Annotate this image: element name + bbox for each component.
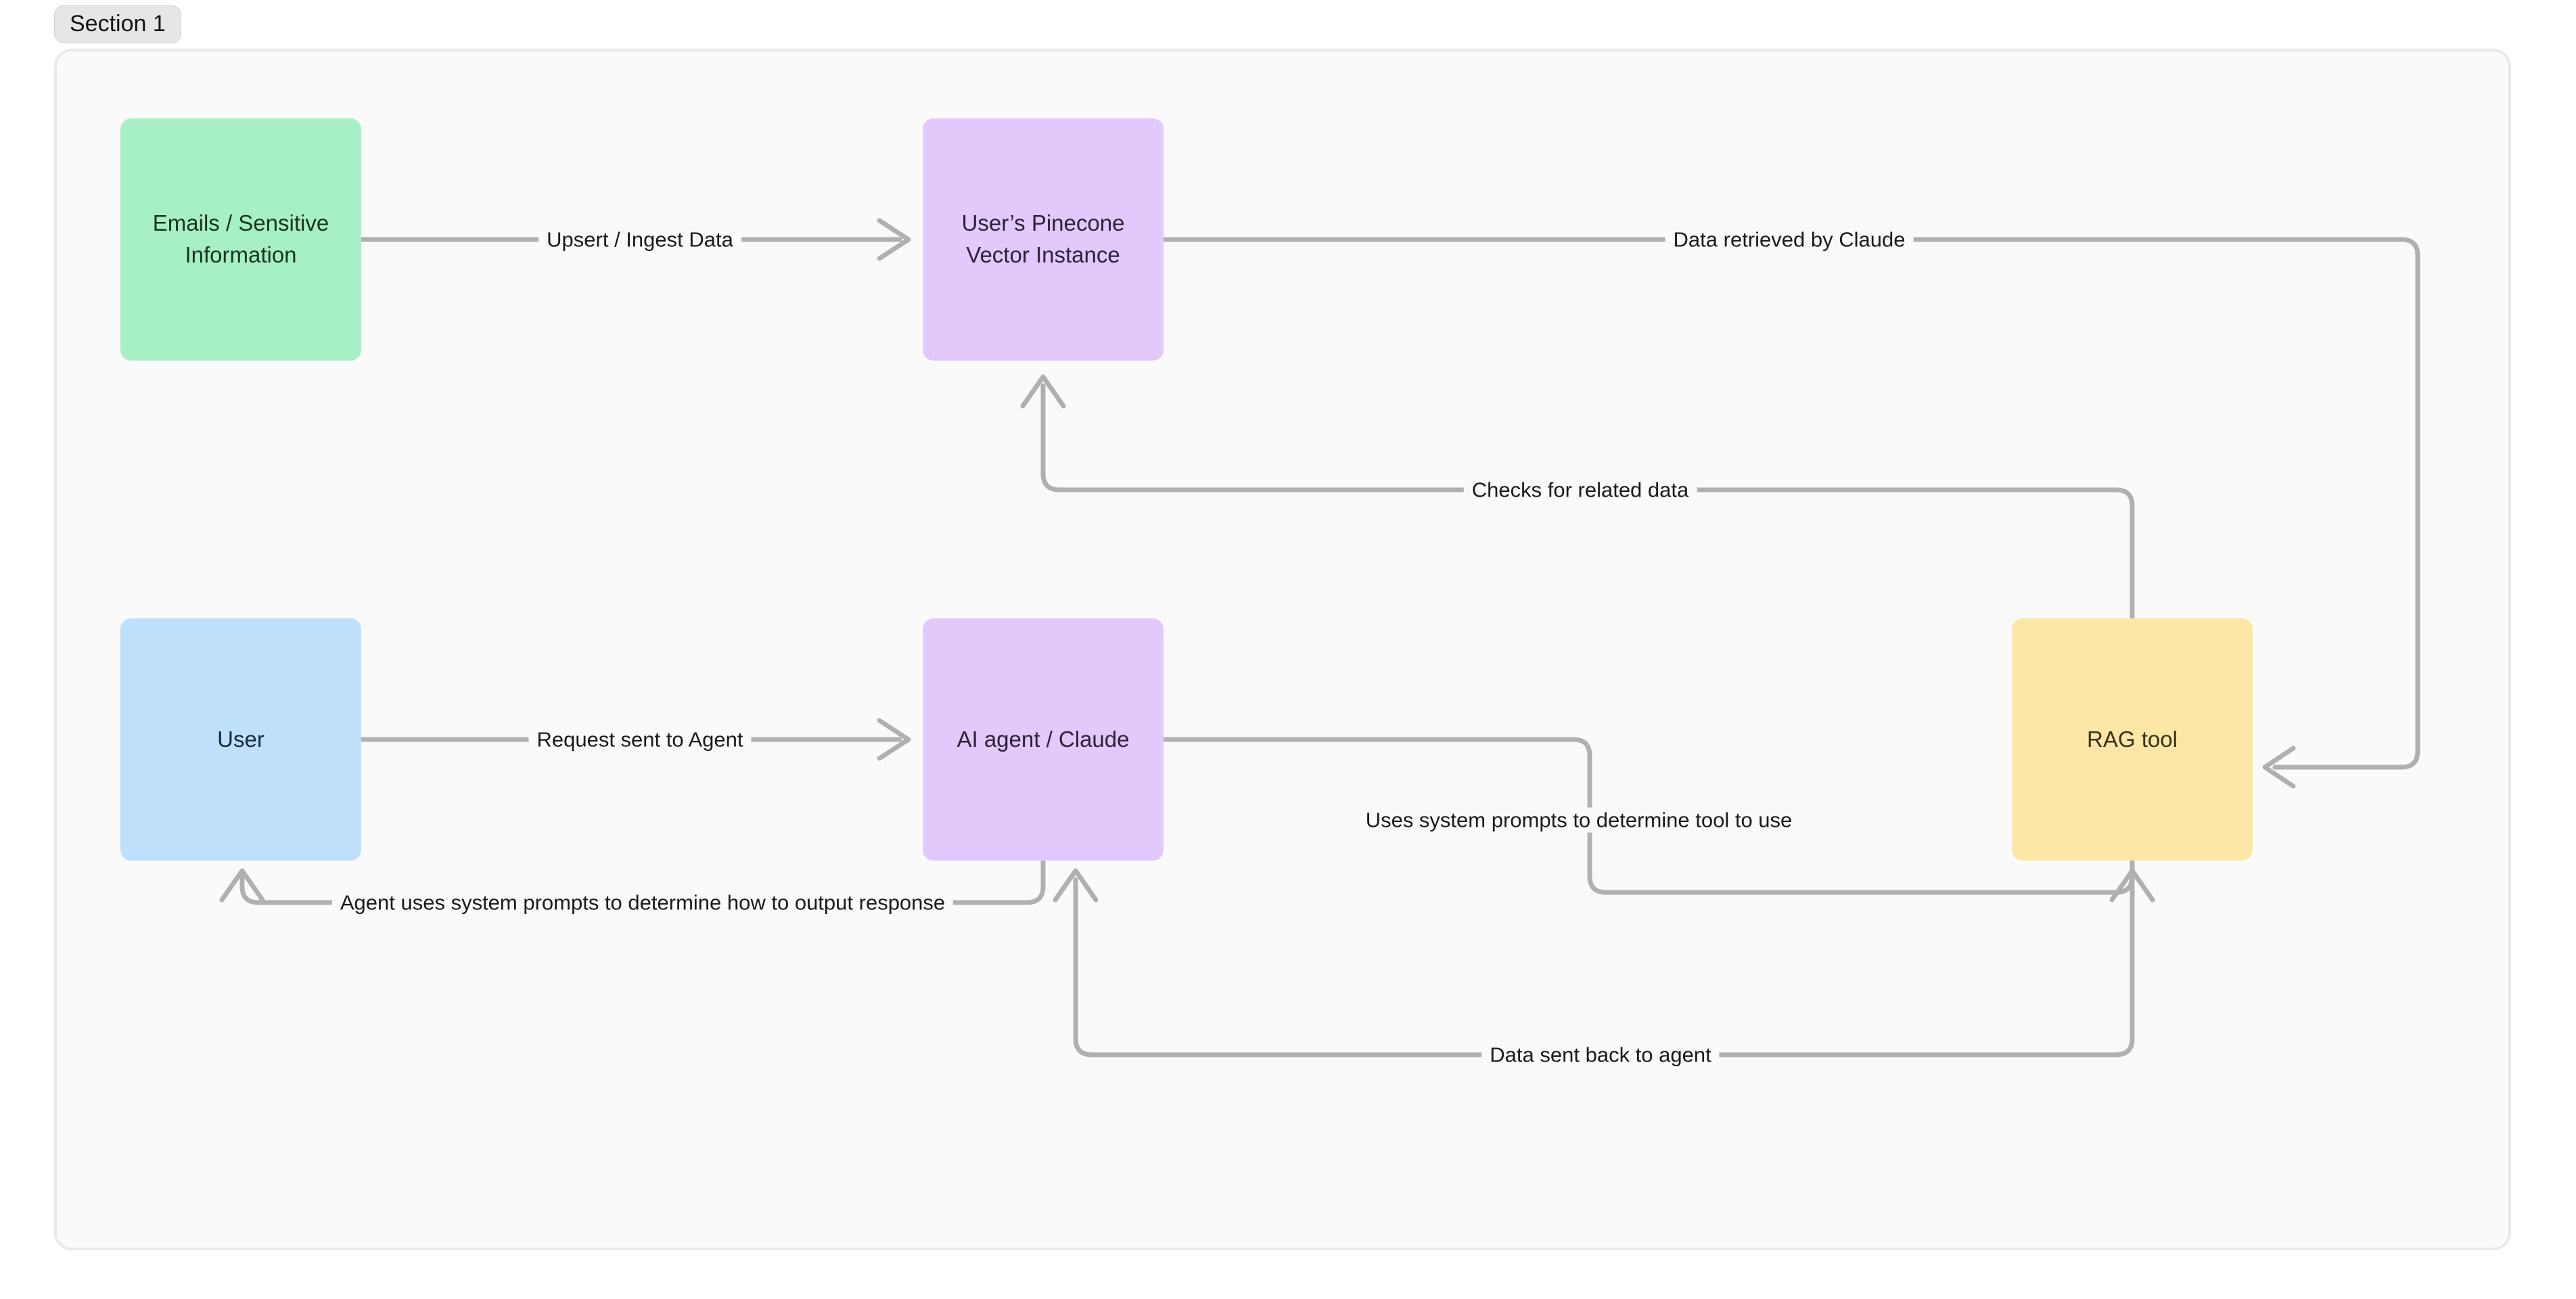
node-emails-sensitive-information[interactable]: Emails / Sensitive Information [120, 118, 361, 361]
node-users-pinecone-vector-instance[interactable]: User’s Pinecone Vector Instance [923, 118, 1164, 361]
edge-label-data-retrieved: Data retrieved by Claude [1665, 227, 1914, 252]
edge-label-upsert: Upsert / Ingest Data [538, 227, 741, 252]
edge-label-request-sent-to-agent: Request sent to Agent [528, 727, 752, 752]
node-label-line2: Vector Instance [966, 242, 1120, 267]
node-user[interactable]: User [120, 618, 361, 861]
node-rag-tool[interactable]: RAG tool [2012, 618, 2253, 861]
node-label-line1: Emails / Sensitive [152, 210, 329, 236]
node-label-line1: User’s Pinecone [961, 210, 1125, 236]
node-label-line1: User [217, 726, 264, 752]
node-label-line1: RAG tool [2087, 726, 2178, 752]
edge-label-data-sent-back-to-agent: Data sent back to agent [1481, 1042, 1720, 1068]
section-label[interactable]: Section 1 [54, 5, 181, 43]
node-ai-agent-claude[interactable]: AI agent / Claude [923, 618, 1164, 861]
edge-label-agent-uses-system-prompts: Agent uses system prompts to determine h… [331, 890, 954, 915]
edge-label-uses-system-prompts: Uses system prompts to determine tool to… [1357, 807, 1801, 833]
edge-label-checks-for-related-data: Checks for related data [1463, 477, 1697, 503]
node-label-line2: Information [185, 242, 297, 267]
node-label-line1: AI agent / Claude [957, 726, 1130, 752]
